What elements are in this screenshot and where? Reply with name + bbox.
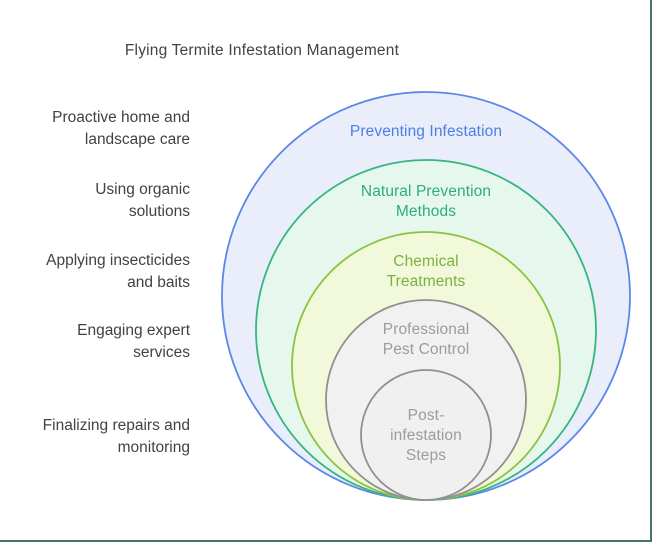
ring-label-line: infestation [390,427,462,444]
ring-label-professional-pest-control: Professional Pest Control [346,320,506,360]
ring-label-line: Post- [407,407,445,424]
side-label-line: Engaging expert [77,322,190,339]
side-label-line: Proactive home and [52,109,190,126]
ring-label-post-infestation-steps: Post- infestation Steps [366,406,486,466]
side-label-insecticides-baits: Applying insecticides and baits [0,250,190,294]
diagram-title: Flying Termite Infestation Management [124,42,400,59]
ring-post-infestation-steps [360,369,492,501]
ring-label-line: Professional [382,321,470,338]
ring-label-line: Natural Prevention [360,183,492,200]
side-label-line: services [133,344,190,361]
side-label-line: Applying insecticides [46,252,190,269]
side-label-line: solutions [128,203,190,220]
side-label-repairs-monitoring: Finalizing repairs and monitoring [0,415,190,459]
ring-label-natural-prevention-methods: Natural Prevention Methods [326,182,526,222]
ring-label-line: Steps [405,447,447,464]
side-label-line: Using organic [95,181,190,198]
ring-label-line: Pest Control [382,341,470,358]
side-label-line: Finalizing repairs and [42,417,190,434]
side-label-organic-solutions: Using organic solutions [0,179,190,223]
ring-label-line: Methods [395,203,457,220]
side-label-line: and baits [127,274,190,291]
side-label-line: landscape care [84,131,190,148]
ring-label-line: Treatments [386,273,466,290]
side-label-proactive-care: Proactive home and landscape care [0,107,190,151]
ring-label-preventing-infestation: Preventing Infestation [316,122,536,142]
ring-label-line: Preventing Infestation [349,123,503,140]
side-label-line: monitoring [117,439,190,456]
ring-label-line: Chemical [393,253,459,270]
ring-label-chemical-treatments: Chemical Treatments [346,252,506,292]
side-label-expert-services: Engaging expert services [0,320,190,364]
